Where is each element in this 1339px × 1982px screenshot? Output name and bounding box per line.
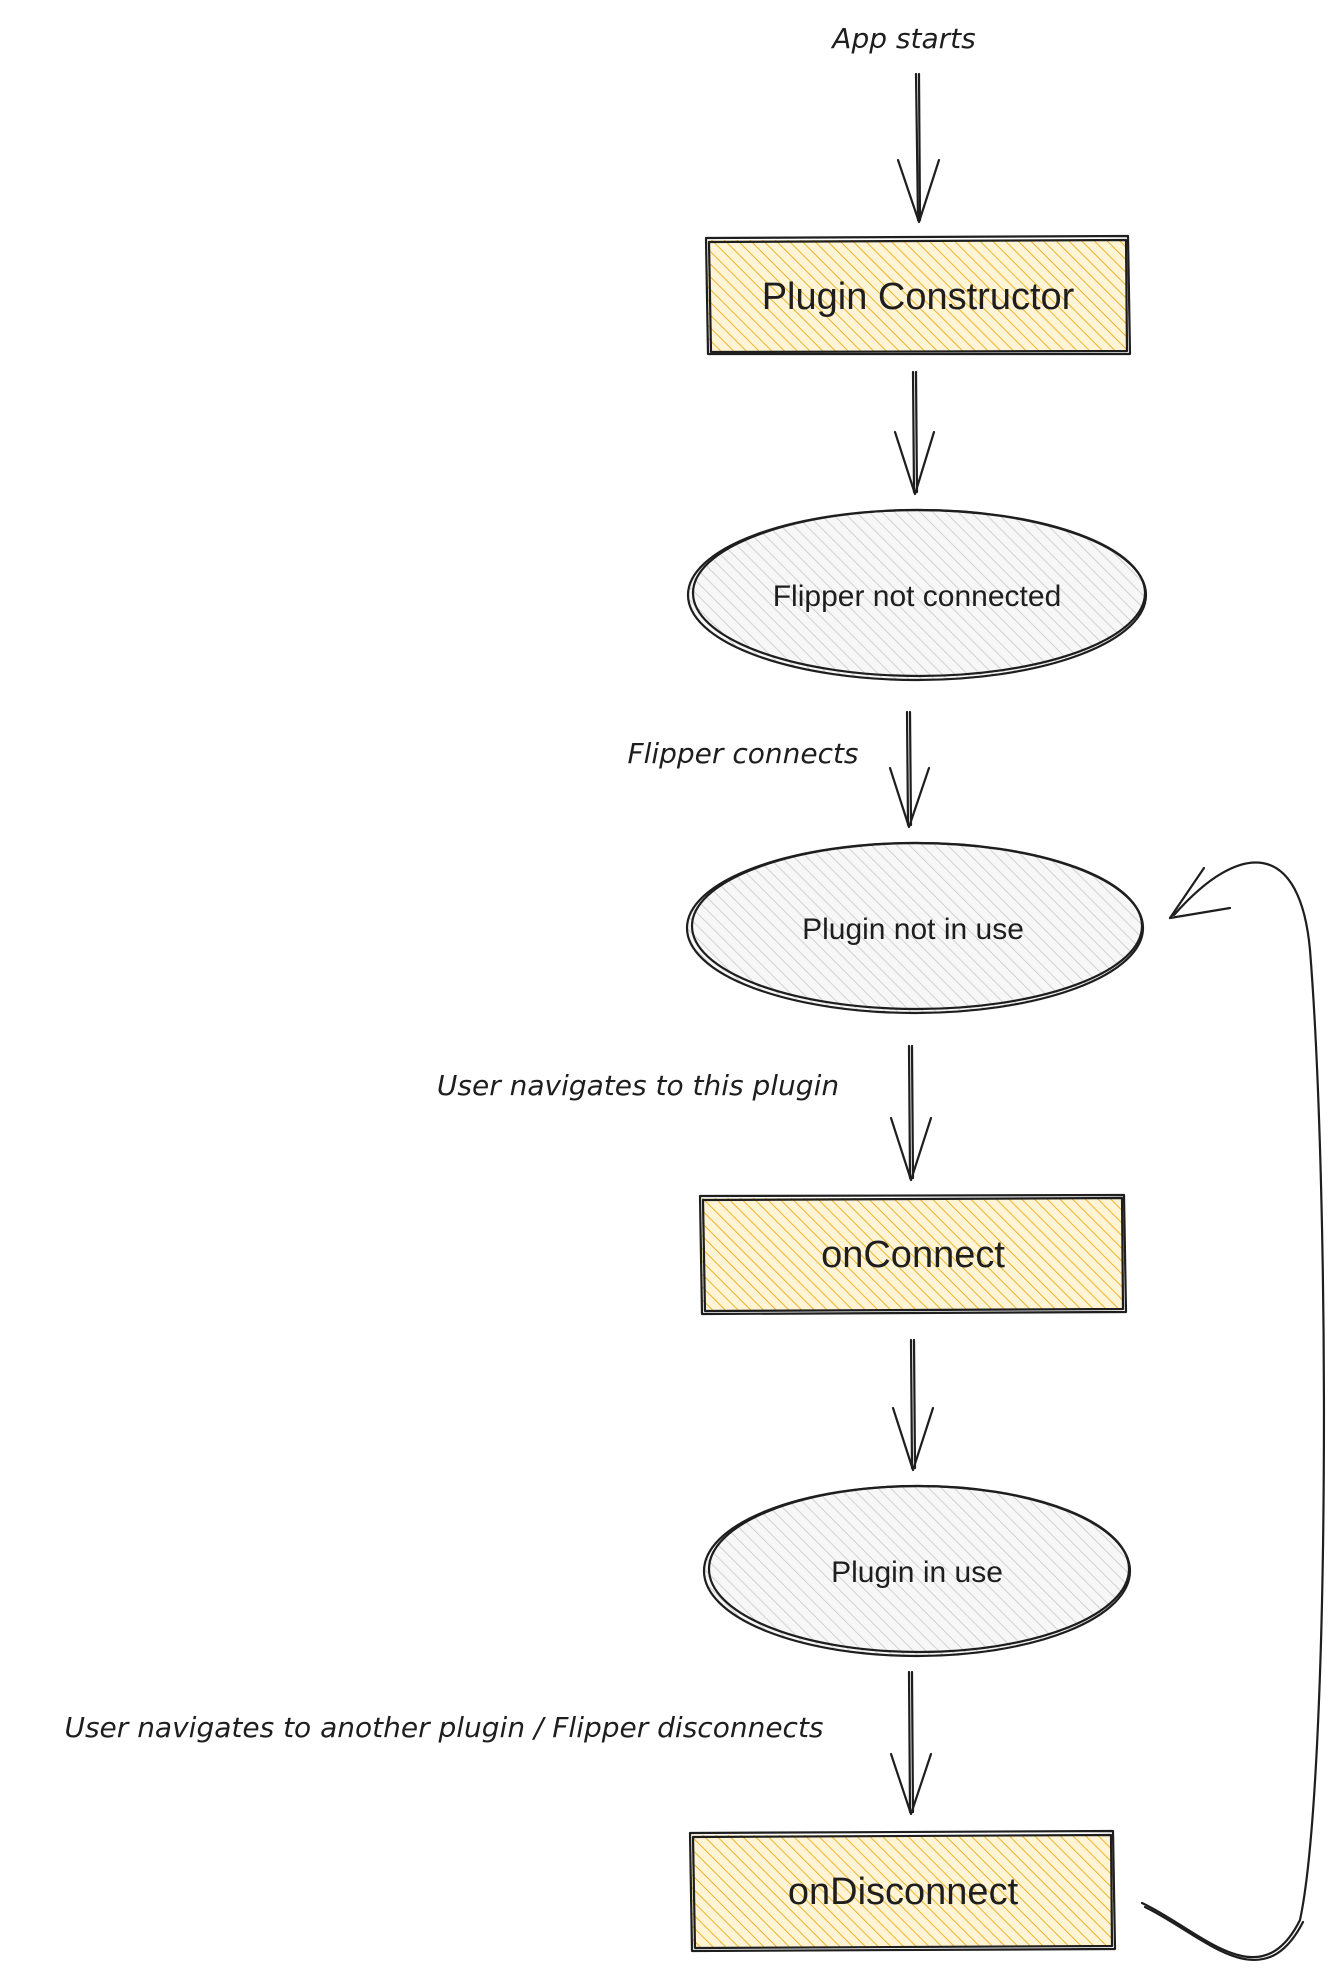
arrow-in-use-to-ondisconnect bbox=[889, 1670, 933, 1816]
node-plugin-constructor: Plugin Constructor bbox=[704, 234, 1132, 356]
node-onconnect: onConnect bbox=[698, 1193, 1128, 1316]
node-plugin-in-use-label: Plugin in use bbox=[831, 1556, 1003, 1589]
node-flipper-not-connected: Flipper not connected bbox=[686, 508, 1148, 682]
node-onconnect-label: onConnect bbox=[821, 1234, 1005, 1276]
label-app-starts: App starts bbox=[830, 22, 975, 55]
arrow-ondisconnect-to-not-in-use bbox=[1140, 861, 1326, 1961]
arrow-not-in-use-to-onconnect bbox=[889, 1044, 933, 1182]
node-plugin-not-in-use: Plugin not in use bbox=[685, 841, 1145, 1015]
label-flipper-connects: Flipper connects bbox=[627, 737, 858, 770]
arrow-constructor-to-not-connected bbox=[893, 370, 936, 496]
node-ondisconnect: onDisconnect bbox=[688, 1829, 1117, 1953]
arrow-not-connected-to-not-in-use bbox=[888, 710, 931, 829]
node-flipper-not-connected-label: Flipper not connected bbox=[773, 580, 1062, 613]
label-navigates-to-another-plugin: User navigates to another plugin / Flipp… bbox=[64, 1711, 823, 1744]
node-plugin-in-use: Plugin in use bbox=[702, 1484, 1132, 1658]
arrow-onconnect-to-in-use bbox=[891, 1338, 935, 1472]
node-plugin-constructor-label: Plugin Constructor bbox=[762, 276, 1075, 318]
arrow-app-to-constructor bbox=[896, 72, 941, 224]
node-ondisconnect-label: onDisconnect bbox=[788, 1871, 1019, 1913]
label-navigates-to-this-plugin: User navigates to this plugin bbox=[437, 1069, 839, 1102]
node-plugin-not-in-use-label: Plugin not in use bbox=[802, 913, 1024, 946]
